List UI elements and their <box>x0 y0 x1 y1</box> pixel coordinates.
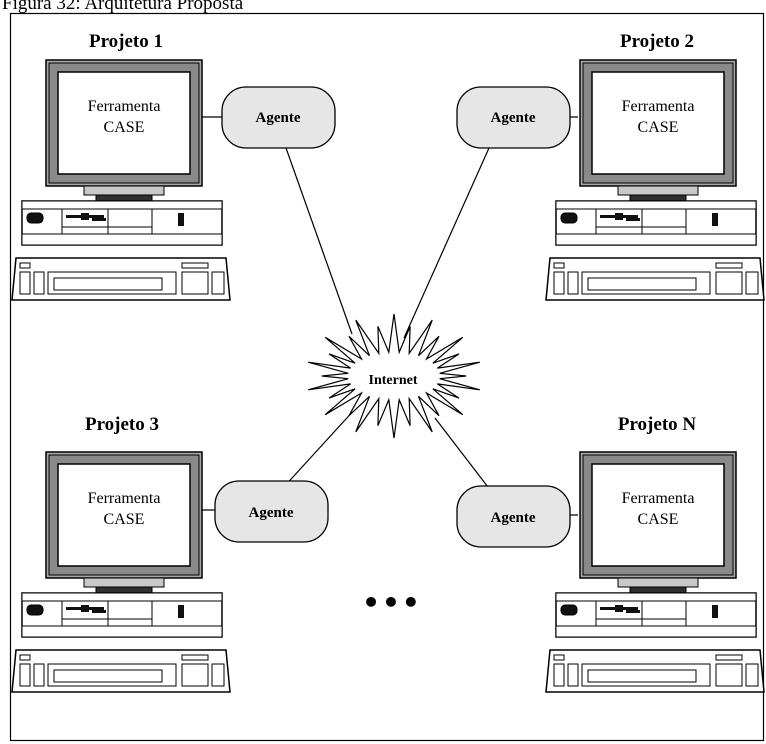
project-n-screen-line2: CASE <box>638 511 679 528</box>
agent-3-box <box>214 480 329 543</box>
project-1-title: Projeto 1 <box>89 31 163 52</box>
agent-3-label: Agente <box>249 505 294 521</box>
more-projects-ellipsis: ••• <box>362 586 422 619</box>
project-3-screen-line2: CASE <box>104 511 145 528</box>
project-2-title: Projeto 2 <box>620 31 694 52</box>
internet-label: Internet <box>369 373 418 388</box>
computer-icon <box>545 451 765 693</box>
agent-n-label: Agente <box>491 510 536 526</box>
project-2-node: Projeto 2 Ferramenta CASE Agente <box>456 31 765 301</box>
computer-icon <box>545 59 765 301</box>
project-1-node: Projeto 1 Ferramenta CASE Agente <box>11 31 336 301</box>
agent-n-box <box>456 485 571 548</box>
internet-cloud: Internet <box>308 313 480 439</box>
figure-caption: Figura 32: Arquitetura Proposta <box>2 0 244 14</box>
agent-1-box <box>221 86 336 149</box>
project-2-screen-line2: CASE <box>638 119 679 136</box>
project-1-screen-line2: CASE <box>104 119 145 136</box>
link-agent-1 <box>285 147 353 335</box>
project-3-screen-line1: Ferramenta <box>88 490 161 507</box>
agent-2-label: Agente <box>491 110 536 126</box>
project-1-screen-line1: Ferramenta <box>88 98 161 115</box>
agent-2-box <box>456 86 571 149</box>
project-3-title: Projeto 3 <box>85 414 159 435</box>
project-n-screen-line1: Ferramenta <box>622 490 695 507</box>
internet-burst-icon <box>308 313 480 439</box>
link-agent-3 <box>281 407 357 490</box>
project-2-screen-line1: Ferramenta <box>622 98 695 115</box>
computer-icon <box>11 451 231 693</box>
project-n-node: Projeto N Ferramenta CASE Agente <box>456 414 765 693</box>
link-agent-n <box>434 417 492 492</box>
network-connections <box>196 116 578 516</box>
agent-1-label: Agente <box>256 110 301 126</box>
project-3-node: Projeto 3 Ferramenta CASE Agente <box>11 414 329 693</box>
project-n-title: Projeto N <box>618 414 697 435</box>
figure-frame <box>9 12 765 742</box>
link-agent-2 <box>403 147 490 339</box>
computer-icon <box>11 59 231 301</box>
